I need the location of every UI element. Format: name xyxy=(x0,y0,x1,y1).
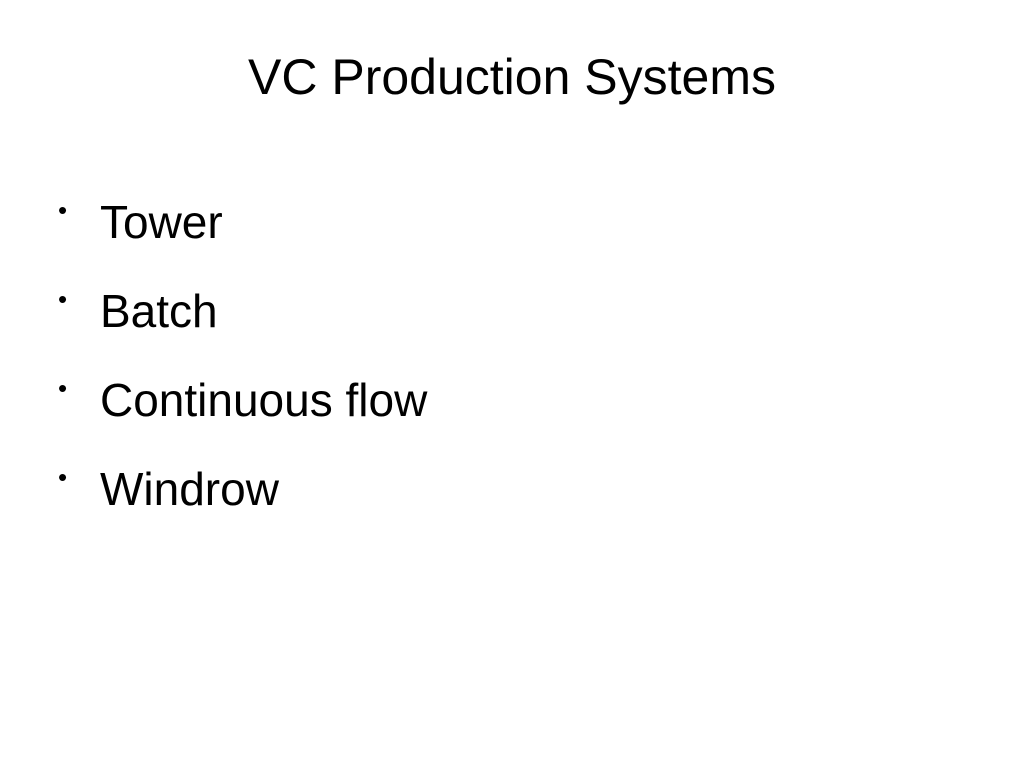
bullet-list: • Tower • Batch • Continuous flow • Windrow xyxy=(58,195,427,551)
list-item: • Batch xyxy=(58,284,427,373)
bullet-icon: • xyxy=(58,284,68,314)
list-item: • Continuous flow xyxy=(58,373,427,462)
slide-title: VC Production Systems xyxy=(248,49,776,105)
bullet-icon: • xyxy=(58,195,68,225)
list-item-text: Tower xyxy=(100,196,223,248)
list-item: • Tower xyxy=(58,195,427,284)
list-item-text: Windrow xyxy=(100,463,279,515)
list-item-text: Batch xyxy=(100,285,218,337)
list-item: • Windrow xyxy=(58,462,427,551)
bullet-icon: • xyxy=(58,373,68,403)
list-item-text: Continuous flow xyxy=(100,374,428,426)
bullet-icon: • xyxy=(58,462,68,492)
